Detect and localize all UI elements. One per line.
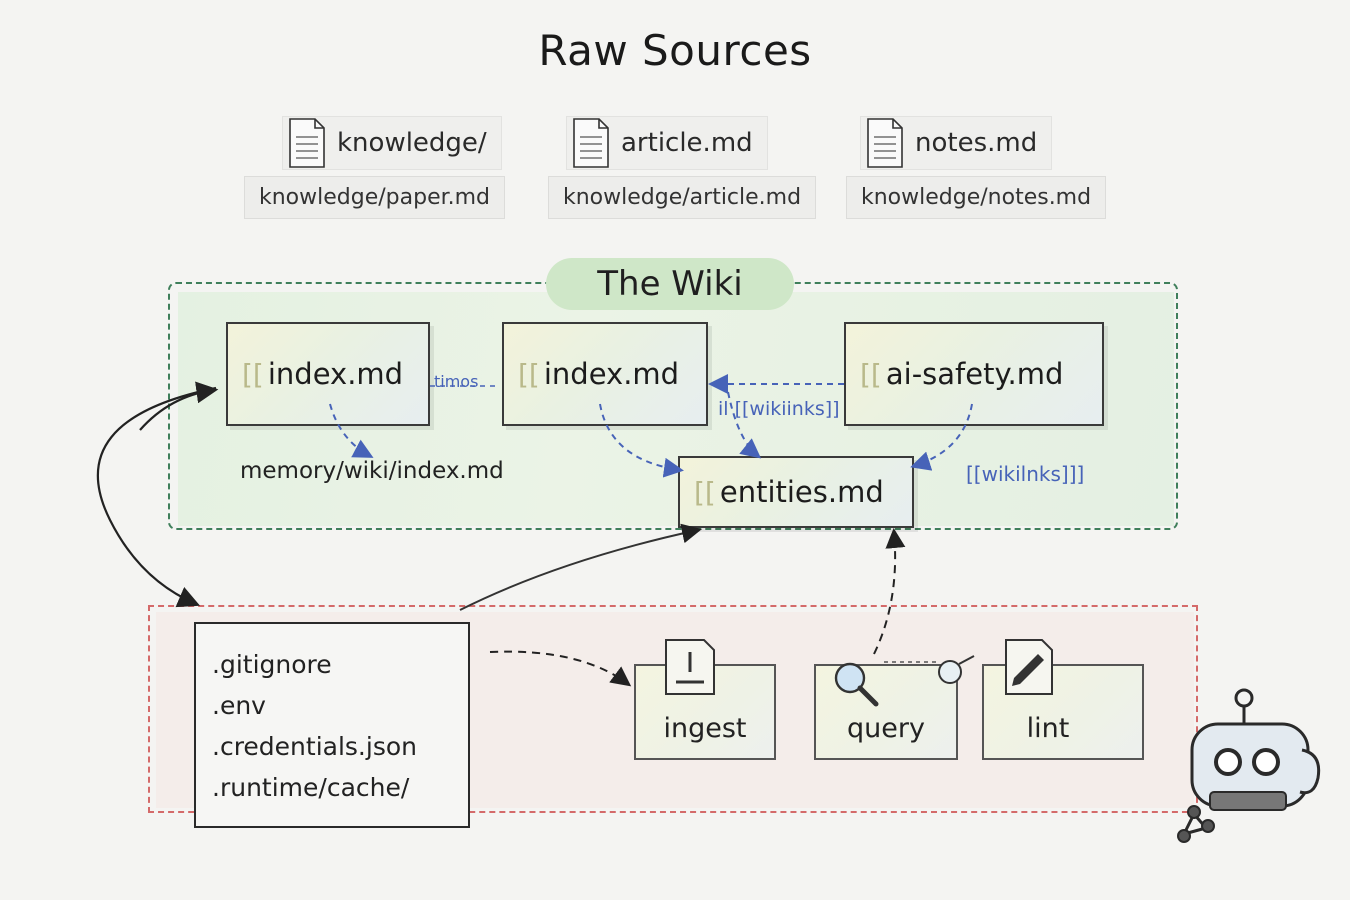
query-label: query [847,713,925,744]
lint-label: lint [1026,713,1070,744]
source-name: article.md [621,128,753,158]
wiki-page-label: index.md [267,357,404,391]
ignored-file: .runtime/cache/ [212,773,410,802]
source-file-notes[interactable]: notes.md [860,116,1053,170]
ingest-arrow [489,650,632,687]
source-name: knowledge/ [337,128,487,158]
write-arrow [459,523,702,611]
source-file-article[interactable]: article.md [566,116,768,170]
wiki-page-label: entities.md [719,475,884,509]
robot-icon [1177,688,1321,843]
wiki-page-ai-safety[interactable]: [[ ai-safety.md [844,322,1104,426]
ops-container [148,605,1198,813]
document-icon [867,118,903,168]
sync-arrow [96,386,217,608]
wiki-page-entities[interactable]: [[ entities.md [678,456,914,528]
wikilink-label: il [[wikiinks]] [718,398,840,420]
wiki-page-index-1[interactable]: [[ index.md [226,322,430,426]
wiki-page-label: ai-safety.md [885,357,1064,391]
wiki-page-index-2[interactable]: [[ index.md [502,322,708,426]
pencil-icon [1005,639,1053,695]
ingest-label: ingest [663,713,747,744]
ignored-file: .gitignore [212,650,332,679]
ignored-files-panel: .gitignore .env .credentials.json .runti… [194,622,470,828]
magnifier-icon [834,662,879,707]
inbox-icon [665,639,715,695]
link-arrow [727,391,762,459]
query-arrow [873,528,906,655]
sync-arrow [139,381,219,431]
ingest-button[interactable]: ingest [634,664,776,760]
bracket-mark: [[ [518,357,540,391]
bracket-mark: [[ [242,357,264,391]
ignored-file: .credentials.json [212,732,417,761]
source-path: knowledge/article.md [548,176,817,219]
ignored-file: .env [212,691,266,720]
wiki-title: The Wiki [546,258,794,310]
wiki-page-label: index.md [543,357,680,391]
wiki-path-label: memory/wiki/index.md [240,458,504,484]
bracket-mark: [[ [694,475,716,509]
source-path: knowledge/notes.md [846,176,1107,219]
magnifier-small-icon [938,655,975,684]
link-arrow [329,403,374,458]
link-arrow [599,403,684,478]
diagram-title: Raw Sources [538,26,812,75]
link-arrow [910,403,973,471]
source-path: knowledge/paper.md [244,176,506,219]
bracket-mark: [[ [860,357,882,391]
wikilink-label: [[wikilnks]]] [966,462,1085,486]
wikilink-label: timos [434,372,479,391]
source-name: notes.md [915,128,1038,158]
document-icon [573,118,609,168]
document-icon [289,118,325,168]
source-file-knowledge[interactable]: knowledge/ [282,116,502,170]
